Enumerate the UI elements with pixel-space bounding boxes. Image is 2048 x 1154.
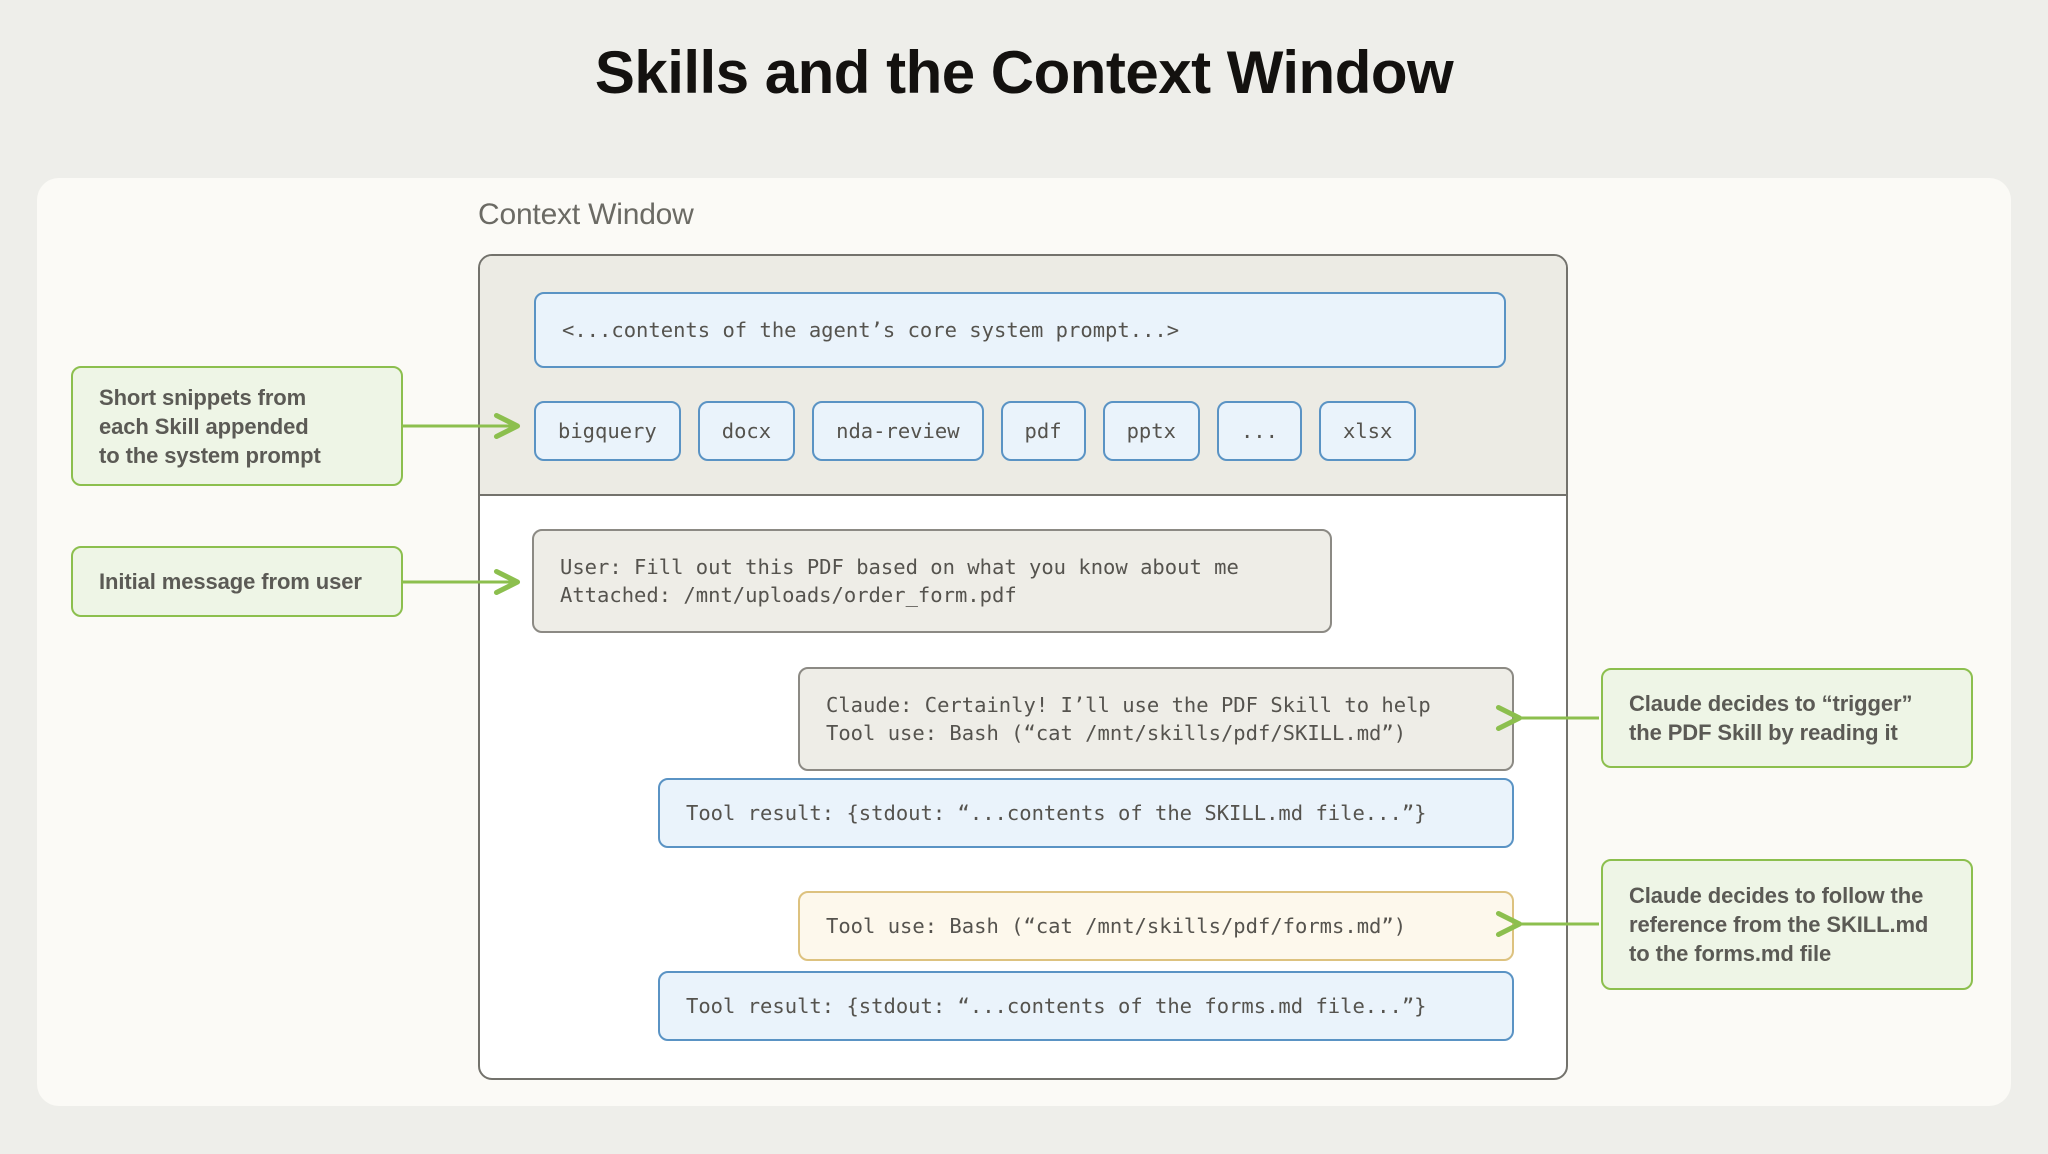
annotation-trigger-skill: Claude decides to “trigger” the PDF Skill… [1601, 668, 1973, 768]
message-line: User: Fill out this PDF based on what yo… [560, 555, 1239, 579]
message-tool-result-forms-md: Tool result: {stdout: “...contents of th… [658, 971, 1514, 1041]
annotation-line: Initial message from user [99, 569, 362, 594]
page-title: Skills and the Context Window [594, 39, 1454, 106]
annotation-line: reference from the SKILL.md [1629, 912, 1929, 937]
annotation-line: to the system prompt [99, 442, 321, 468]
context-window-frame: <...contents of the agent’s core system … [478, 254, 1568, 1080]
annotation-line: Short snippets from [99, 384, 307, 410]
annotation-line: Claude decides to follow the [1629, 883, 1924, 908]
skill-chip-nda-review[interactable]: nda-review [812, 401, 984, 461]
annotation-skill-snippets: Short snippets from each Skill appended to… [71, 366, 403, 486]
skill-chip-xlsx[interactable]: xlsx [1318, 401, 1417, 461]
annotation-line: Claude decides to “trigger” [1629, 691, 1913, 716]
annotation-initial-message: Initial message from user [71, 546, 403, 617]
message-tool-result-skill-md: Tool result: {stdout: “...contents of th… [658, 778, 1514, 848]
skill-chip-pptx[interactable]: pptx [1102, 401, 1200, 461]
skill-chip-bigquery[interactable]: bigquery [534, 401, 681, 461]
annotation-follow-reference: Claude decides to follow the reference fr… [1601, 859, 1973, 990]
message-line: Tool use: Bash (“cat /mnt/skills/pdf/SKI… [826, 721, 1407, 745]
message-claude: Claude: Certainly! I’ll use the PDF Skil… [798, 667, 1514, 771]
message-line: Claude: Certainly! I’ll use the PDF Skil… [826, 693, 1431, 717]
message-line: Attached: /mnt/uploads/order_form.pdf [560, 583, 1017, 607]
annotation-line: each Skill appended [99, 413, 309, 439]
skill-chip-docx[interactable]: docx [697, 401, 796, 461]
skill-chip--[interactable]: ... [1216, 401, 1302, 461]
message-line: Tool result: {stdout: “...contents of th… [686, 994, 1427, 1018]
system-prompt-box: <...contents of the agent’s core system … [534, 292, 1506, 368]
skill-chip-pdf[interactable]: pdf [1000, 401, 1086, 461]
message-line: Tool result: {stdout: “...contents of th… [686, 801, 1427, 825]
annotation-line: the PDF Skill by reading it [1629, 720, 1898, 745]
message-line: Tool use: Bash (“cat /mnt/skills/pdf/for… [826, 914, 1407, 938]
message-tool-use-forms-md: Tool use: Bash (“cat /mnt/skills/pdf/for… [798, 891, 1514, 961]
message-user: User: Fill out this PDF based on what yo… [532, 529, 1332, 633]
annotation-line: to the forms.md file [1629, 941, 1832, 966]
context-window-label: Context Window [478, 198, 694, 231]
